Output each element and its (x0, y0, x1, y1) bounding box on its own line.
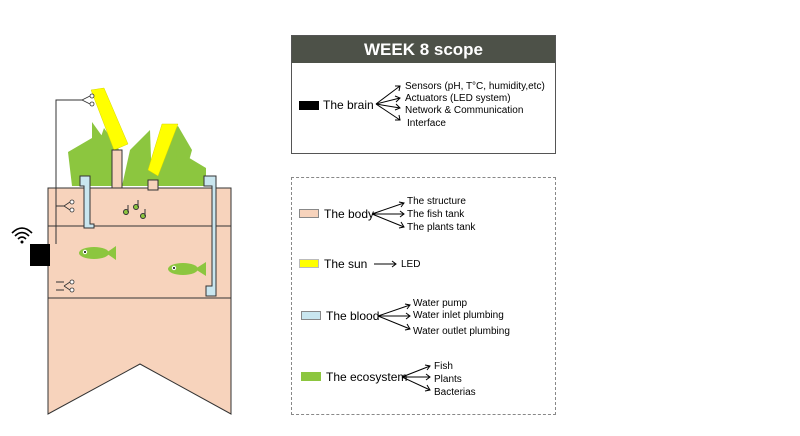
ecosystem-item-bacterias: Bacterias (434, 387, 476, 398)
sensor-icon (81, 93, 95, 107)
brain-swatch (299, 101, 319, 110)
body-item-structure: The structure (407, 196, 466, 207)
brain-item-sensors: Sensors (pH, T°C, humidity,etc) (405, 81, 545, 92)
fish-icon (79, 246, 116, 260)
blood-arrows (377, 303, 411, 331)
sun-arrow (374, 260, 397, 268)
water-inlet-pipe (79, 175, 95, 229)
blood-item-inlet: Water inlet plumbing (413, 310, 504, 321)
sun-item-led: LED (401, 259, 421, 270)
body-swatch (299, 209, 319, 218)
body-structure (47, 187, 232, 299)
brain-label: The brain (323, 98, 374, 112)
plant-pot (111, 149, 123, 189)
body-arrows (371, 201, 405, 229)
blood-swatch (301, 311, 321, 320)
ecosystem-item-fish: Fish (434, 361, 453, 372)
ecosystem-swatch (301, 372, 321, 381)
blood-label: The blood (326, 309, 380, 323)
blood-item-pump: Water pump (413, 298, 468, 309)
legend-box: The body The structure The fish tank The… (291, 177, 556, 415)
blood-item-outlet: Water outlet plumbing (413, 326, 510, 337)
leaf-icon (176, 150, 206, 186)
scope-title: WEEK 8 scope (292, 36, 555, 63)
water-outlet-pipe (203, 175, 217, 297)
sensor-icon (63, 199, 75, 213)
ecosystem-arrows (401, 364, 431, 392)
ecosystem-label: The ecosystem (326, 370, 408, 384)
plant-pot (147, 179, 159, 191)
body-label: The body (324, 207, 375, 221)
ecosystem-item-plants: Plants (434, 374, 462, 385)
bacteria-icon (123, 200, 146, 219)
brain-arrows (375, 85, 401, 121)
brain-item-interface: Interface (407, 118, 446, 129)
body-item-plants-tank: The plants tank (407, 222, 476, 233)
led-beams (90, 87, 179, 177)
led-icon (147, 123, 179, 177)
body-base (47, 297, 232, 415)
led-icon (90, 87, 129, 151)
leaf-icon (122, 130, 152, 186)
fish-icon (168, 262, 206, 276)
sensor-icon (63, 279, 75, 293)
brain-module (30, 244, 50, 266)
brain-item-actuators: Actuators (LED system) (405, 93, 511, 104)
sun-label: The sun (324, 257, 368, 271)
brain-item-network: Network & Communication (405, 105, 524, 116)
scope-box: WEEK 8 scope The brain Sensors (pH, T°C,… (291, 35, 556, 154)
body-item-fish-tank: The fish tank (407, 209, 465, 220)
aquaponics-illustration (11, 87, 232, 415)
sun-swatch (299, 259, 319, 268)
brain-wiring (55, 99, 82, 291)
wifi-icon (11, 227, 33, 244)
